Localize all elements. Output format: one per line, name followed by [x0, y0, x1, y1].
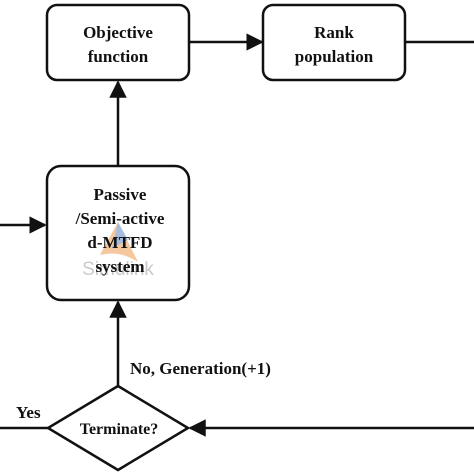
system-line-4: system [95, 257, 144, 276]
simulink-logo-text: Simulink [82, 259, 154, 280]
objective-function-line-1: Objective [83, 23, 153, 42]
system-line-1: Passive [94, 185, 147, 204]
system-line-2: /Semi-active [75, 209, 165, 228]
no-generation-label: No, Generation(+1) [130, 359, 271, 378]
rank-population-node: Rank population [261, 3, 407, 82]
terminate-label: Terminate? [80, 421, 159, 438]
rank-population-line-1: Rank [314, 23, 354, 42]
system-line-3: d-MTFD [87, 233, 152, 252]
system-node: Simulink Passive /Semi-active d-MTFD sys… [45, 164, 191, 302]
objective-function-node: Objective function [45, 3, 191, 82]
objective-function-line-2: function [88, 47, 149, 66]
terminate-decision-node: Terminate? [45, 384, 191, 472]
yes-label: Yes [16, 403, 41, 422]
simulink-logo-watermark: Simulink [82, 222, 154, 280]
rank-population-line-2: population [295, 47, 374, 66]
